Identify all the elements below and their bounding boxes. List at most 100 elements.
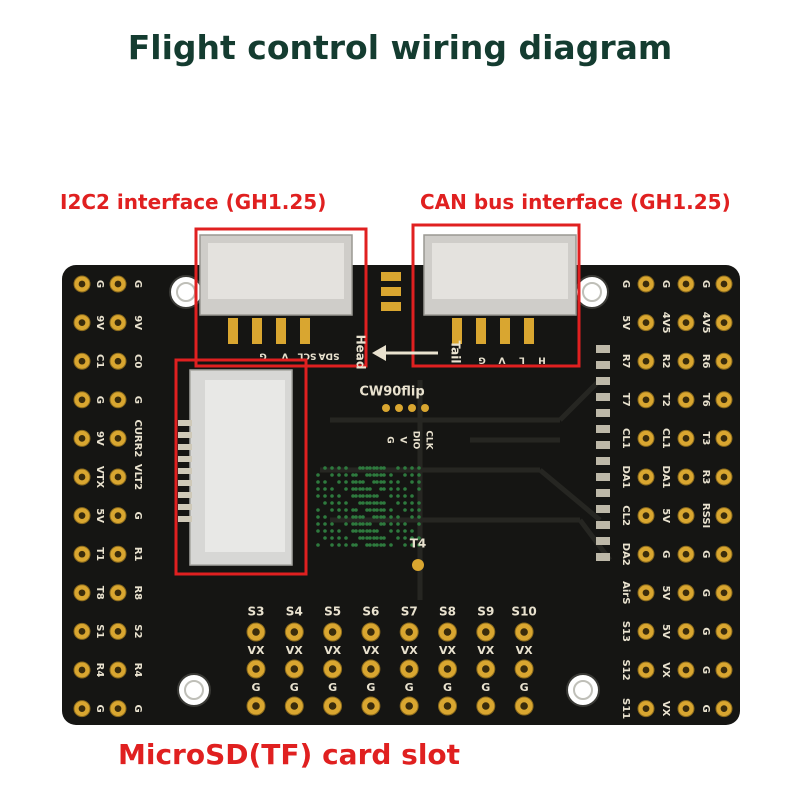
via (330, 466, 334, 470)
right-pad-label: DA1 (660, 466, 671, 489)
right-pad-label: T7 (620, 393, 631, 407)
left-pad-label: R8 (132, 585, 143, 600)
left-pad-label: 9V (94, 315, 105, 330)
left-pad-label: 9V (94, 431, 105, 446)
right-pad-label: 4V5 (660, 312, 671, 334)
right-pad-label: 5V (660, 508, 671, 523)
via (358, 536, 362, 540)
servo-row-label: VX (362, 644, 380, 657)
right-pad-label: G (700, 627, 711, 635)
debug-pad (395, 404, 403, 412)
left-pad-hole (78, 550, 86, 558)
via (365, 508, 369, 512)
via (396, 480, 400, 484)
right-pad-label: CL2 (620, 505, 631, 526)
right-pad-label: G (700, 589, 711, 597)
right-pad-hole (642, 589, 650, 597)
right-pad-label: G (700, 280, 711, 288)
servo-column-label: S3 (248, 605, 265, 619)
via (368, 508, 372, 512)
via (389, 480, 393, 484)
sd-pin (178, 516, 192, 522)
via (361, 501, 365, 505)
debug-pad (421, 404, 429, 412)
sd-pin (178, 492, 192, 498)
via (361, 529, 365, 533)
left-pad-label: VTX (94, 466, 105, 489)
via (382, 473, 386, 477)
via (372, 508, 376, 512)
via (316, 508, 320, 512)
servo-pad-hole (328, 702, 337, 710)
via (354, 529, 358, 533)
via (382, 487, 386, 491)
via (417, 536, 421, 540)
right-pad-hole (642, 628, 650, 635)
left-pad-hole (114, 550, 122, 558)
right-pad-label: CL1 (660, 428, 671, 449)
right-pad-label: R3 (700, 470, 711, 485)
servo-pad-hole (482, 702, 490, 710)
via (417, 487, 421, 491)
right-pad-label: S13 (620, 621, 631, 642)
test-point-pad (412, 559, 424, 571)
led (381, 302, 401, 311)
servo-row-label: G (481, 681, 490, 694)
via (358, 466, 362, 470)
servo-pad-hole (367, 665, 375, 673)
i2c-pin-label: G (259, 351, 266, 361)
debug-pad (382, 404, 390, 412)
right-pad-label: S12 (620, 659, 631, 680)
servo-pad-hole (482, 628, 490, 636)
via (417, 508, 421, 512)
via (344, 466, 348, 470)
via (410, 466, 414, 470)
servo-row-label: VX (439, 644, 457, 657)
via (316, 515, 320, 519)
via (330, 529, 334, 533)
via (417, 501, 421, 505)
right-pad-label: G (620, 280, 631, 288)
via (351, 473, 355, 477)
i2c-pin-label: SDA (319, 351, 340, 361)
via (379, 522, 383, 526)
servo-pad-hole (367, 702, 375, 710)
test-point-label: T4 (410, 537, 427, 551)
right-pad-label: CL1 (620, 428, 631, 449)
via (403, 522, 407, 526)
via (375, 473, 379, 477)
via (379, 536, 383, 540)
i2c-connector-pin (300, 318, 310, 344)
smd-component (596, 441, 610, 449)
via (361, 522, 365, 526)
via (396, 466, 400, 470)
right-pad-hole (682, 357, 690, 365)
via (351, 543, 355, 547)
via (337, 466, 341, 470)
servo-row-label: G (290, 681, 299, 694)
servo-pad-hole (290, 665, 299, 673)
right-pad-hole (720, 435, 728, 442)
right-pad-label: RSSI (700, 503, 711, 528)
left-pad-hole (114, 473, 122, 481)
right-pad-hole (642, 550, 650, 558)
servo-column-label: S7 (401, 605, 418, 619)
via (375, 501, 379, 505)
smd-component (596, 393, 610, 401)
via (410, 480, 414, 484)
via (354, 508, 358, 512)
right-pad-hole (720, 705, 728, 712)
left-pad-label: C0 (132, 354, 143, 368)
servo-pad-hole (290, 628, 299, 636)
via (344, 522, 348, 526)
via (379, 466, 383, 470)
servo-row-label: VX (516, 644, 534, 657)
via (410, 501, 414, 505)
via (323, 501, 327, 505)
smd-component (596, 409, 610, 417)
mounting-hole-inner (582, 282, 602, 302)
via (417, 515, 421, 519)
via (403, 536, 407, 540)
via (344, 536, 348, 540)
via (403, 466, 407, 470)
